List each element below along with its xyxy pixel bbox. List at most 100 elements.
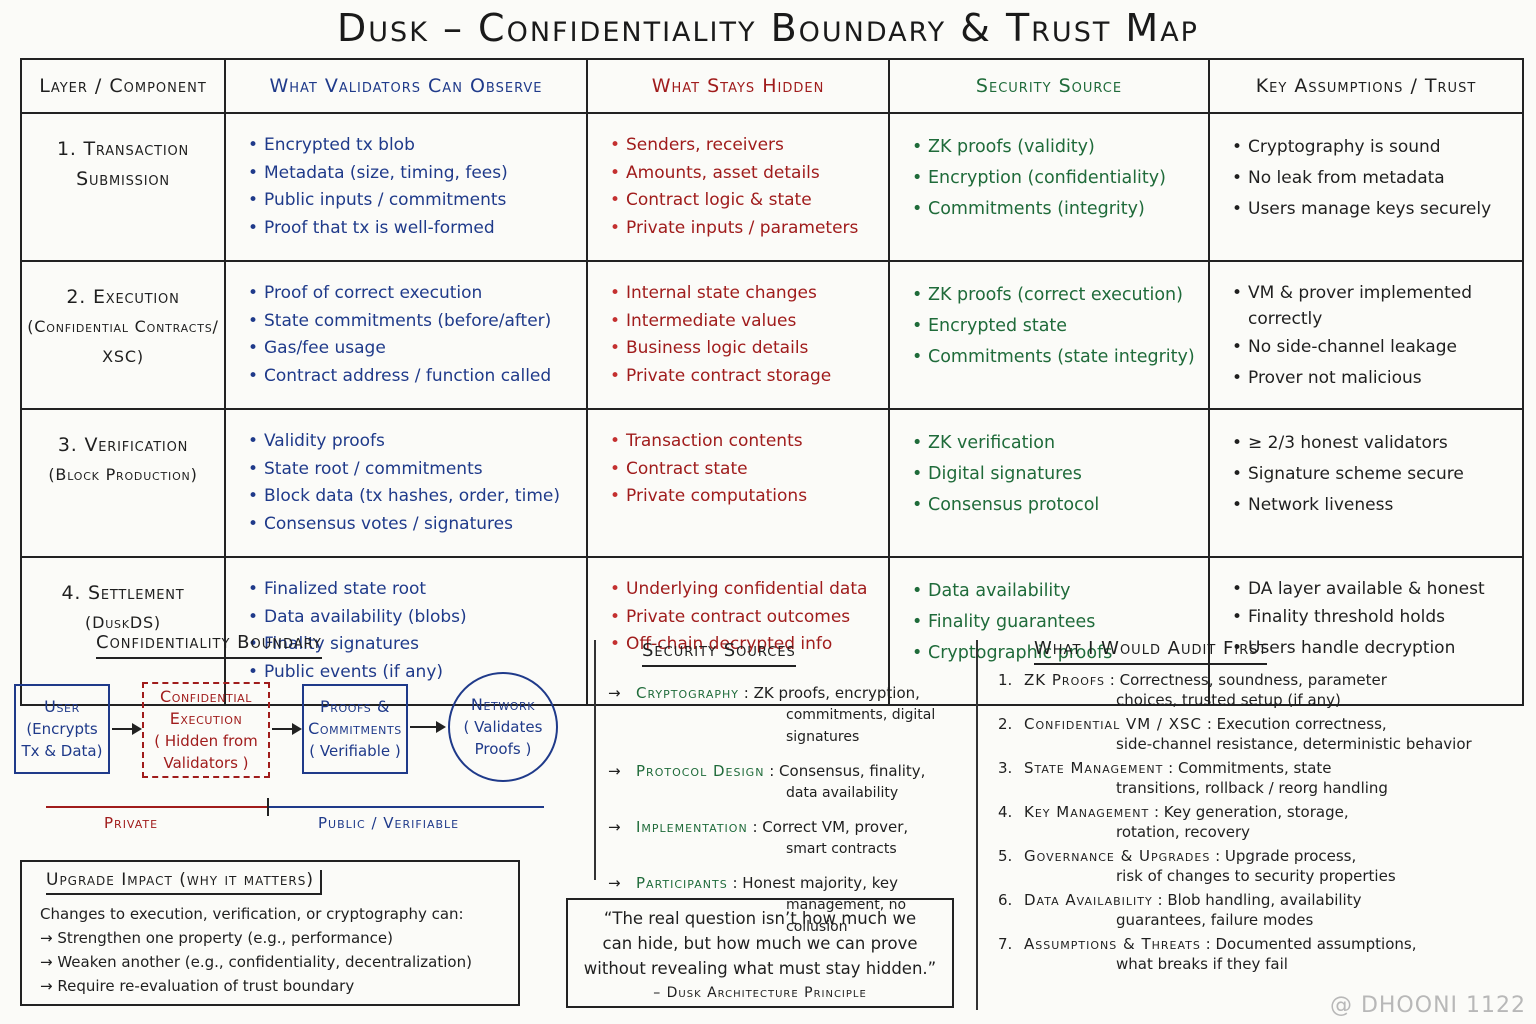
hidden-item: Off-chain decrypted info	[610, 631, 888, 659]
source-label: Implementation	[636, 818, 748, 836]
page-title: Dusk – Confidentiality Boundary & Trust …	[337, 6, 1199, 50]
security-item: Consensus protocol	[912, 490, 1208, 521]
layer-name: 1. Transaction	[56, 138, 190, 160]
hidden-cell-list: Senders, receiversAmounts, asset details…	[588, 114, 888, 242]
security-item: Commitments (integrity)	[912, 194, 1208, 225]
source-text: : Consensus, finality,	[769, 762, 926, 780]
key-item: Finality threshold holds	[1232, 602, 1522, 633]
key-cell-list: DA layer available & honestFinality thre…	[1210, 558, 1522, 664]
hidden-item: Private computations	[610, 483, 888, 511]
audit-desc-2: rotation, recovery	[1116, 823, 1250, 841]
observe-item: Consensus votes / signatures	[248, 511, 586, 539]
observe-item: Encrypted tx blob	[248, 132, 586, 160]
hidden-cell: Underlying confidential dataPrivate cont…	[586, 556, 890, 706]
hidden-item: Private contract storage	[610, 363, 888, 391]
key-cell-list: ≥ 2/3 honest validatorsSignature scheme …	[1210, 410, 1522, 521]
upgrade-item: → Weaken another (e.g., confidentiality,…	[40, 953, 472, 971]
private-line	[46, 806, 268, 808]
hidden-item: Contract state	[610, 456, 888, 484]
source-label: Cryptography	[636, 684, 740, 702]
arrow-right-icon: →	[608, 818, 621, 836]
key-item: Users manage keys securely	[1232, 194, 1522, 225]
audit-key: Confidential VM / XSC	[1024, 715, 1203, 733]
upgrade-intro: Changes to execution, verification, or c…	[40, 905, 464, 923]
user-box-sub: (Encrypts Tx & Data)	[21, 720, 103, 760]
audit-list: 1.ZK Proofs : Correctness, soundness, pa…	[998, 670, 1518, 978]
security-item: Data availability	[912, 576, 1208, 607]
security-cell-list: Data availabilityFinality guaranteesCryp…	[890, 558, 1208, 669]
security-cell: ZK proofs (validity)Encryption (confiden…	[888, 112, 1210, 262]
security-item: ZK proofs (validity)	[912, 132, 1208, 163]
audit-key: State Management	[1024, 759, 1164, 777]
hidden-item: Business logic details	[610, 335, 888, 363]
boundary-tick	[267, 798, 269, 816]
boundary-title: Confidentiality Boundary	[96, 632, 322, 659]
observe-item: Metadata (size, timing, fees)	[248, 160, 586, 188]
arrow-3	[410, 721, 446, 733]
hidden-cell-list: Underlying confidential dataPrivate cont…	[588, 558, 888, 659]
key-item: No leak from metadata	[1232, 163, 1522, 194]
hidden-cell-list: Transaction contentsContract statePrivat…	[588, 410, 888, 511]
source-label: Participants	[636, 874, 728, 892]
arrow-right-icon: →	[608, 684, 621, 702]
layer-name: 4. Settlement	[61, 582, 185, 604]
arrow-right-icon: →	[608, 762, 621, 780]
audit-number: 4.	[998, 803, 1013, 821]
audit-key: Data Availability	[1024, 891, 1153, 909]
security-cell-list: ZK verificationDigital signaturesConsens…	[890, 410, 1208, 521]
observe-cell-list: Finalized state rootData availability (b…	[226, 558, 586, 686]
quote-box: “The real question isn’t how much we can…	[566, 898, 954, 1008]
observe-item: Public inputs / commitments	[248, 187, 586, 215]
security-cell: Data availabilityFinality guaranteesCryp…	[888, 556, 1210, 706]
quote-line: “The real question isn’t how much we	[603, 909, 917, 928]
key-item: Users handle decryption	[1232, 633, 1522, 664]
layer-subtitle: (Block Production)	[48, 465, 198, 484]
layer-cell: 2. Execution(Confidential Contracts/ XSC…	[20, 260, 226, 410]
arrow-2	[272, 723, 302, 735]
observe-cell-list: Validity proofsState root / commitmentsB…	[226, 410, 586, 538]
observe-item: Contract address / function called	[248, 363, 586, 391]
hidden-item: Internal state changes	[610, 280, 888, 308]
observe-cell: Proof of correct executionState commitme…	[224, 260, 588, 410]
audit-number: 6.	[998, 891, 1013, 909]
source-label: Protocol Design	[636, 762, 765, 780]
quote-line: can hide, but how much we can prove	[602, 934, 918, 953]
security-cell-list: ZK proofs (validity)Encryption (confiden…	[890, 114, 1208, 225]
security-item: Encrypted state	[912, 311, 1208, 342]
header-layer: Layer / Component	[20, 58, 226, 114]
header-security: Security Source	[888, 58, 1210, 114]
audit-item: 5.Governance & Upgrades : Upgrade proces…	[998, 846, 1518, 886]
key-cell-list: VM & prover implemented correctlyNo side…	[1210, 262, 1522, 394]
hidden-item: Senders, receivers	[610, 132, 888, 160]
private-label: Private	[104, 814, 159, 832]
exec-box-sub: ( Hidden from Validators )	[154, 732, 258, 772]
audit-desc-2: transitions, rollback / reorg handling	[1116, 779, 1388, 797]
observe-cell-list: Encrypted tx blobMetadata (size, timing,…	[226, 114, 586, 242]
security-item: Commitments (state integrity)	[912, 342, 1208, 373]
audit-item: 4.Key Management : Key generation, stora…	[998, 802, 1518, 842]
audit-item: 6.Data Availability : Blob handling, ava…	[998, 890, 1518, 930]
audit-item: 7.Assumptions & Threats : Documented ass…	[998, 934, 1518, 974]
hidden-item: Private contract outcomes	[610, 604, 888, 632]
hidden-cell: Senders, receiversAmounts, asset details…	[586, 112, 890, 262]
layer-name-2: Submission	[76, 168, 170, 190]
audit-desc-2: risk of changes to security properties	[1116, 867, 1396, 885]
table-row: 4. Settlement(DuskDS)Finalized state roo…	[20, 556, 1524, 706]
key-item: DA layer available & honest	[1232, 576, 1522, 602]
quote-line: without revealing what must stay hidden.…	[583, 959, 937, 978]
audit-key: Governance & Upgrades	[1024, 847, 1211, 865]
upgrade-item: → Require re-evaluation of trust boundar…	[40, 977, 355, 995]
observe-item: Proof that tx is well-formed	[248, 215, 586, 243]
audit-desc-2: side-channel resistance, deterministic b…	[1116, 735, 1472, 753]
observe-item: Proof of correct execution	[248, 280, 586, 308]
security-cell-list: ZK proofs (correct execution)Encrypted s…	[890, 262, 1208, 373]
header-observe: What Validators Can Observe	[224, 58, 588, 114]
key-cell: DA layer available & honestFinality thre…	[1208, 556, 1524, 706]
observe-item: Public events (if any)	[248, 659, 586, 687]
table-row: 1. TransactionSubmissionEncrypted tx blo…	[20, 112, 1524, 262]
security-cell: ZK verificationDigital signaturesConsens…	[888, 408, 1210, 558]
table-header-row: Layer / Component What Validators Can Ob…	[20, 58, 1524, 114]
key-cell: VM & prover implemented correctlyNo side…	[1208, 260, 1524, 410]
